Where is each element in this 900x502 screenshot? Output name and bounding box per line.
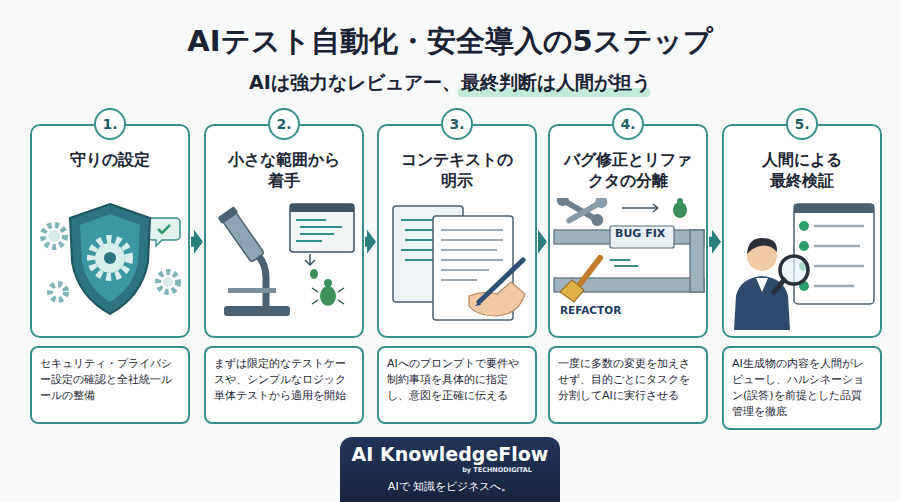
- flow-arrow: [538, 230, 547, 254]
- pipe-label: BUG FIX: [615, 227, 665, 240]
- step-card: バグ修正とリファクタの分離4.BUG FIXREFACTOR: [548, 124, 708, 338]
- step-number-circle: 3.: [441, 108, 473, 140]
- document-illustration: [379, 198, 535, 330]
- step-number-circle: 5.: [786, 108, 818, 140]
- description-box: セキュリティ・プライバシー設定の確認と全社統一ルールの整備: [30, 346, 190, 424]
- brand-tagline: AIで 知識をビジネスへ。: [340, 479, 560, 494]
- microscope-illustration: [206, 198, 362, 330]
- subtitle: AIは強力なレビュアー、最終判断は人間が担う: [0, 70, 900, 96]
- flow-arrow: [365, 230, 376, 254]
- description-text: 一度に多数の変更を加えさせず、目的ごとにタスクを分割してAIに実行させる: [558, 356, 698, 404]
- step-heading: バグ修正とリファクタの分離: [563, 150, 693, 192]
- callout-number: 1.: [102, 116, 117, 132]
- description-box: AIへのプロンプトで要件や制約事項を具体的に指定し、意図を正確に伝える: [377, 346, 537, 424]
- step-number-circle: 2.: [268, 108, 300, 140]
- pipe-label: REFACTOR: [560, 304, 621, 316]
- callout-number: 4.: [620, 116, 635, 132]
- description-text: まずは限定的なテストケースや、シンプルなロジック単体テストから適用を開始: [214, 356, 354, 404]
- callout-number: 3.: [449, 116, 464, 132]
- step-card: 人間による最終検証5.: [722, 124, 882, 338]
- brand-name: AI KnowledgeFlow: [340, 443, 560, 465]
- description-box: まずは限定的なテストケースや、シンプルなロジック単体テストから適用を開始: [204, 346, 364, 424]
- step-card: コンテキストの明示3.: [377, 124, 537, 338]
- step-number-circle: 1.: [94, 108, 126, 140]
- step-card: 守りの設定1.: [30, 124, 190, 338]
- description-box: AI生成物の内容を人間がレビューし、ハルシネーション(誤答)を前提とした品質管理…: [722, 346, 882, 430]
- reviewer-illustration: [724, 198, 880, 330]
- step-heading: 小さな範囲から着手: [222, 150, 347, 192]
- step-heading: 守りの設定: [40, 150, 180, 171]
- callout-number: 5.: [794, 116, 809, 132]
- flow-arrow: [709, 230, 721, 254]
- description-text: AIへのプロンプトで要件や制約事項を具体的に指定し、意図を正確に伝える: [387, 356, 527, 404]
- diagram-title: AIテスト自動化・安全導入の5ステップ: [0, 22, 900, 62]
- step-card: 小さな範囲から着手2.: [204, 124, 364, 338]
- description-text: AI生成物の内容を人間がレビューし、ハルシネーション(誤答)を前提とした品質管理…: [732, 356, 872, 420]
- step-heading: 人間による最終検証: [760, 150, 845, 192]
- description-box: 一度に多数の変更を加えさせず、目的ごとにタスクを分割してAIに実行させる: [548, 346, 708, 424]
- step-number-circle: 4.: [612, 108, 644, 140]
- brand-byline: by TECHNODIGITAL: [462, 466, 532, 474]
- flow-arrow: [191, 230, 203, 254]
- callout-number: 2.: [276, 116, 291, 132]
- shield-illustration: [32, 196, 188, 328]
- brand-panel: AI KnowledgeFlowby TECHNODIGITAL AIで 知識をビ…: [340, 437, 560, 502]
- description-text: セキュリティ・プライバシー設定の確認と全社統一ルールの整備: [40, 356, 180, 404]
- step-heading: コンテキストの明示: [395, 150, 520, 192]
